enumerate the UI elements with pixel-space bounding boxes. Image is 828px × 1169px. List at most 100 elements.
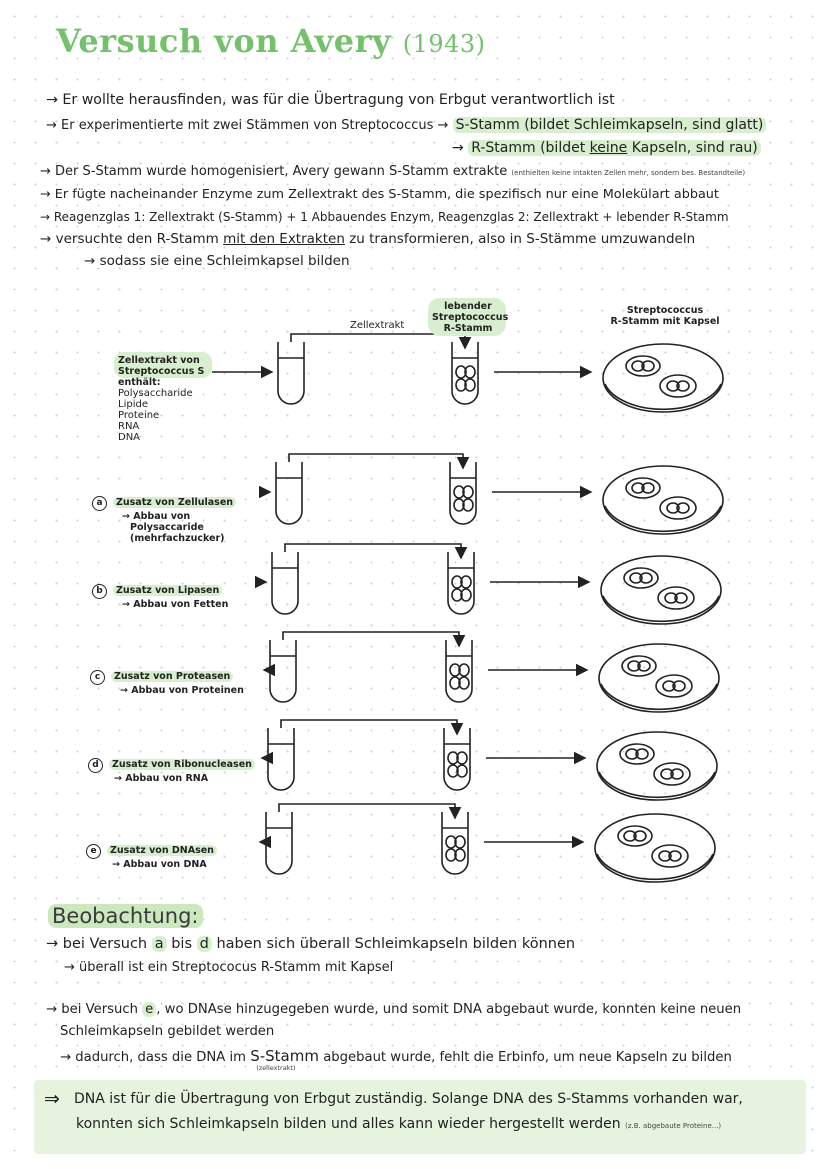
row-a-bacteria-2-cell-top [462,485,474,499]
intro-line-2: → Er experimentierte mit zwei Stämmen vo… [46,117,767,133]
row-a-bacteria-cell-top [453,485,465,499]
beobachtung-line-3: → bei Versuch e, wo DNAse hinzugegeben w… [46,1002,741,1017]
row-d-tube-2 [443,728,471,791]
row-c-petri-dish-colony-1b [637,660,651,672]
row-e-title: Zusatz von DNAsen [107,845,217,856]
row-e-petri-dish [594,813,716,883]
row-a-transfer-arrow [288,453,470,470]
row-e-petri-dish-colony-1a [623,830,637,842]
conclusion-arrow: ⇒ [44,1088,60,1110]
row-e-bacteria-cell-bottom [445,848,457,862]
b1-d: d [196,936,212,952]
beobachtung-line-1: → bei Versuch a bis d haben sich überall… [46,936,575,952]
intro-line-7-post: zu transformieren, also in S-Stämme umzu… [349,231,696,247]
conclusion-box [34,1080,806,1154]
r-stamm-pre: R-Stamm (bildet [471,140,586,156]
conclusion-line-2: konnten sich Schleimkapseln bilden und a… [76,1116,721,1132]
row-c-petri-dish-rim [600,683,718,711]
row-e-petri-dish-colony-2b [668,850,682,862]
row-b-letter: b [92,584,107,599]
intro-line-7-pre: → versuchte den R-Stamm [40,231,219,247]
b5-pre: → dadurch, dass die DNA im [60,1050,247,1065]
row-d-bacteria-cell-bottom [447,764,459,778]
row-top-petri-dish-colony-2a [666,380,680,392]
row-b-petri-dish-capsule-2 [657,586,695,610]
row-c-petri-dish [598,643,720,713]
row-b-transfer-arrow [284,543,468,560]
row-c-sub-1: → Abbau von Proteinen [120,685,244,696]
row-e-petri-dish-capsule-2 [651,844,689,868]
intro-line-2-text: → Er experimentierte mit zwei Stämmen vo… [46,118,449,133]
row-c-petri-dish-colony-2a [662,680,676,692]
content-4: RNA [118,421,140,432]
beobachtung-heading: Beobachtung: [48,904,203,928]
s-stamm-highlight: S-Stamm (bildet Schleimkapseln, sind gla… [452,117,767,133]
row-e-bacteria-cell-top [445,835,457,849]
row-a-petri-dish-capsule-2 [659,496,697,520]
conclusion-line-2-text: konnten sich Schleimkapseln bilden und a… [76,1116,621,1132]
row-d-petri-dish-colony-1a [625,748,639,760]
b5-s-note: (zellextrakt) [256,1064,296,1072]
intro-line-5: → Er fügte nacheinander Enzyme zum Zelle… [40,187,719,202]
row-a-petri-dish-rim [604,505,722,533]
row-top-bacteria-2-cell-bottom [464,378,476,392]
label-lebender-3: R-Stamm [443,323,493,334]
row-b-tube-1 [271,552,299,615]
row-d-petri-dish-rim [598,771,716,799]
row-b-title: Zusatz von Lipasen [113,585,223,596]
beobachtung-heading-text: Beobachtung: [48,904,203,928]
label-result-2: R-Stamm mit Kapsel [610,316,720,327]
row-b-bacteria-cell-bottom [451,588,463,602]
row-b-petri-dish-colony-2b [674,592,688,604]
row-top-petri-dish [602,343,724,413]
row-a-tube-2 [449,462,477,525]
row-a-title: Zusatz von Zellulasen [113,497,237,508]
intro-line-7-underlined: mit den Extrakten [223,231,345,247]
row-top-bacteria-cell-bottom [455,378,467,392]
row-top-petri-dish-capsule-1 [625,355,661,377]
row-c-bacteria-2-cell-top [458,663,470,677]
row-d-title: Zusatz von Ribonucleasen [109,759,255,770]
row-c-tube-2 [445,640,473,703]
row-top-tube-1 [277,342,305,405]
row-c-letter: c [90,670,105,685]
row-a-sub-1: → Abbau von [122,511,191,522]
row-a-petri-dish-capsule-1 [625,477,661,499]
row-top-tube-2 [451,342,479,405]
row-a-petri-dish-colony-2b [676,502,690,514]
row-e-transfer-arrow [278,803,462,820]
row-top-petri-dish-capsule-2 [659,374,697,398]
b5-s-text: S-Stamm [250,1047,319,1065]
intro-line-6: → Reagenzglas 1: Zellextrakt (S-Stamm) +… [40,210,729,224]
b3-e: e [142,1002,157,1017]
content-2: Lipide [118,399,148,410]
label-lebender-1: lebender [444,301,492,312]
content-3: Proteine [118,410,160,421]
row-d-petri-dish-capsule-1 [619,743,655,765]
row-a-sub-2: Polysaccaride [130,522,204,533]
row-e-tube-2 [441,812,469,875]
row-e-petri-dish-capsule-1 [617,825,653,847]
row-c-tube-1 [269,640,297,703]
conclusion-line-1: DNA ist für die Übertragung von Erbgut z… [74,1091,743,1107]
b1-bis: bis [171,936,193,952]
b3-pre: → bei Versuch [46,1002,138,1017]
row-b-petri-dish-capsule-1 [623,567,659,589]
b1-a: a [151,936,167,952]
row-a-petri-dish [602,465,724,535]
row-top-petri-dish-colony-1b [641,360,655,372]
row-b-bacteria-2-cell-top [460,575,472,589]
row-e-bacteria-2-cell-top [454,835,466,849]
label-zellextrakt: Zellextrakt [350,320,405,331]
row-e-sub-1: → Abbau von DNA [112,859,207,870]
extract-label-1: Zellextrakt von [118,355,200,366]
r-stamm-highlight: R-Stamm (bildet keine Kapseln, sind rau) [468,140,761,156]
extract-label-2: Streptococcus S [118,366,205,377]
row-c-petri-dish-capsule-1 [621,655,657,677]
row-top-petri-dish-rim [604,383,722,411]
row-d-letter: d [88,758,103,773]
